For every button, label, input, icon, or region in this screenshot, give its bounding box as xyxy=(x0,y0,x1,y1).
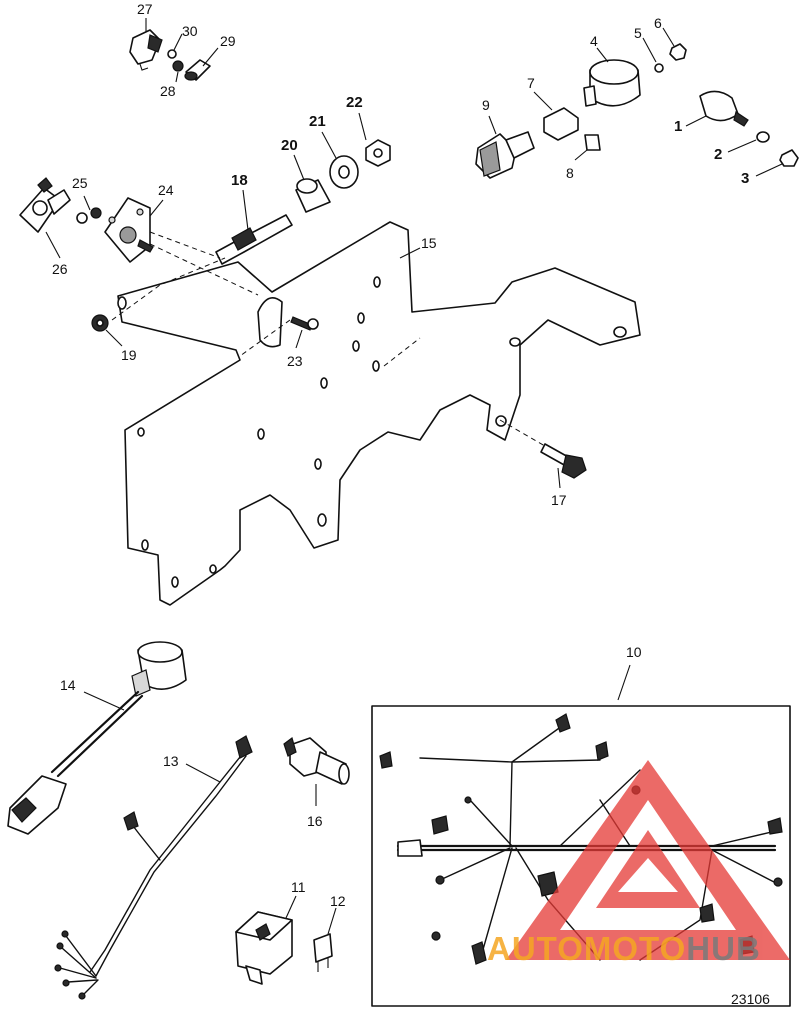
callout-27: 27 xyxy=(137,1,153,17)
part-13-harness xyxy=(54,735,253,1000)
callout-9: 9 xyxy=(482,97,490,113)
callout-4: 4 xyxy=(590,33,598,49)
callout-21: 21 xyxy=(309,113,326,130)
part-21-washer xyxy=(329,155,359,189)
callout-3: 3 xyxy=(741,170,749,187)
part-1-sender xyxy=(699,90,749,127)
part-25-nut xyxy=(76,207,102,224)
callout-29: 29 xyxy=(220,33,236,49)
callout-14: 14 xyxy=(60,677,76,693)
watermark-text-hub: HUB xyxy=(686,930,761,967)
callout-6: 6 xyxy=(654,15,662,31)
part-5-washer xyxy=(654,63,664,73)
callout-1: 1 xyxy=(674,118,682,135)
figure-number: 23106 xyxy=(731,991,770,1007)
part-29-cap xyxy=(184,59,211,81)
callout-5: 5 xyxy=(634,25,642,41)
callout-20: 20 xyxy=(281,137,298,154)
part-30-washer xyxy=(167,49,177,59)
part-18-stud xyxy=(215,214,293,265)
part-20-spacer xyxy=(295,178,331,213)
part-7-bracket xyxy=(543,107,579,141)
callout-22: 22 xyxy=(346,94,363,111)
callout-24: 24 xyxy=(158,182,174,198)
callout-25: 25 xyxy=(72,175,88,191)
callout-18: 18 xyxy=(231,172,248,189)
watermark-triangle-icon xyxy=(506,760,790,960)
callout-8: 8 xyxy=(566,165,574,181)
part-3-nut xyxy=(779,149,799,167)
callout-16: 16 xyxy=(307,813,323,829)
part-2-washer xyxy=(756,131,770,143)
part-23-clip-screw xyxy=(257,296,319,348)
callout-12: 12 xyxy=(330,893,346,909)
part-19-nut xyxy=(91,314,109,332)
callout-labels: 27 30 29 28 4 5 6 7 9 8 1 2 3 22 21 20 1… xyxy=(52,1,749,909)
callout-30: 30 xyxy=(182,23,198,39)
part-17-bolt xyxy=(540,443,587,479)
callout-26: 26 xyxy=(52,261,68,277)
part-11-relay xyxy=(235,911,293,985)
watermark-logo xyxy=(506,760,790,960)
part-9-sensor xyxy=(475,131,535,179)
callout-15: 15 xyxy=(421,235,437,251)
callout-10: 10 xyxy=(626,644,642,660)
callout-2: 2 xyxy=(714,146,722,163)
part-24-switch xyxy=(104,197,154,263)
callout-17: 17 xyxy=(551,492,567,508)
part-14-sensor-harness xyxy=(7,641,187,835)
watermark-text-automoto: AUTOMOTO xyxy=(487,930,686,967)
part-22-nut xyxy=(365,139,391,167)
part-28-nut xyxy=(172,60,184,72)
callout-23: 23 xyxy=(287,353,303,369)
part-27-sender xyxy=(129,29,163,71)
callout-19: 19 xyxy=(121,347,137,363)
callout-28: 28 xyxy=(160,83,176,99)
part-6-nut xyxy=(669,43,687,61)
part-8-fitting xyxy=(584,134,601,151)
callout-11: 11 xyxy=(291,879,306,895)
part-12-fuse xyxy=(313,933,333,972)
leader-lines xyxy=(45,18,783,935)
watermark-text: AUTOMOTOHUB xyxy=(487,930,761,967)
part-26-connector xyxy=(19,177,71,233)
callout-13: 13 xyxy=(163,753,179,769)
assembly-dashed-lines xyxy=(111,231,546,447)
part-4-sender xyxy=(583,59,641,107)
part-15-mounting-plate xyxy=(117,221,641,606)
callout-7: 7 xyxy=(527,75,535,91)
part-16-temperature-sender xyxy=(283,736,350,785)
